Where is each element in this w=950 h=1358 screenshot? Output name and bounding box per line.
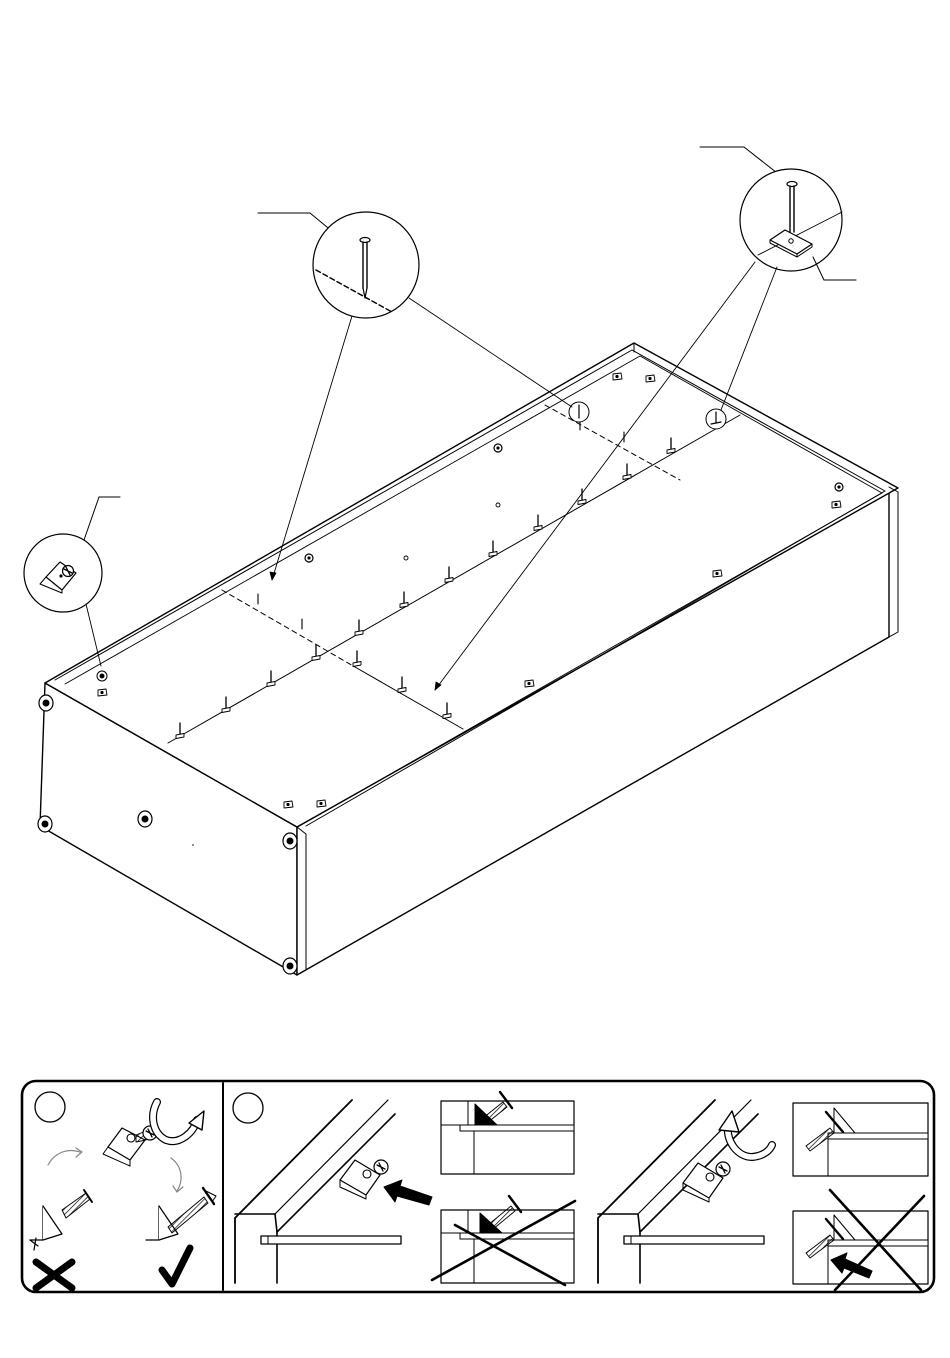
instruction-strip — [22, 1081, 934, 1292]
corner-connector-detail-callout — [24, 497, 120, 666]
cabinet-body — [40, 343, 898, 975]
inset-correct-depth — [441, 1092, 574, 1174]
step-circle-2 — [233, 1093, 263, 1123]
step-circle-1 — [35, 1092, 65, 1122]
inset-screw-correct — [793, 1103, 928, 1176]
